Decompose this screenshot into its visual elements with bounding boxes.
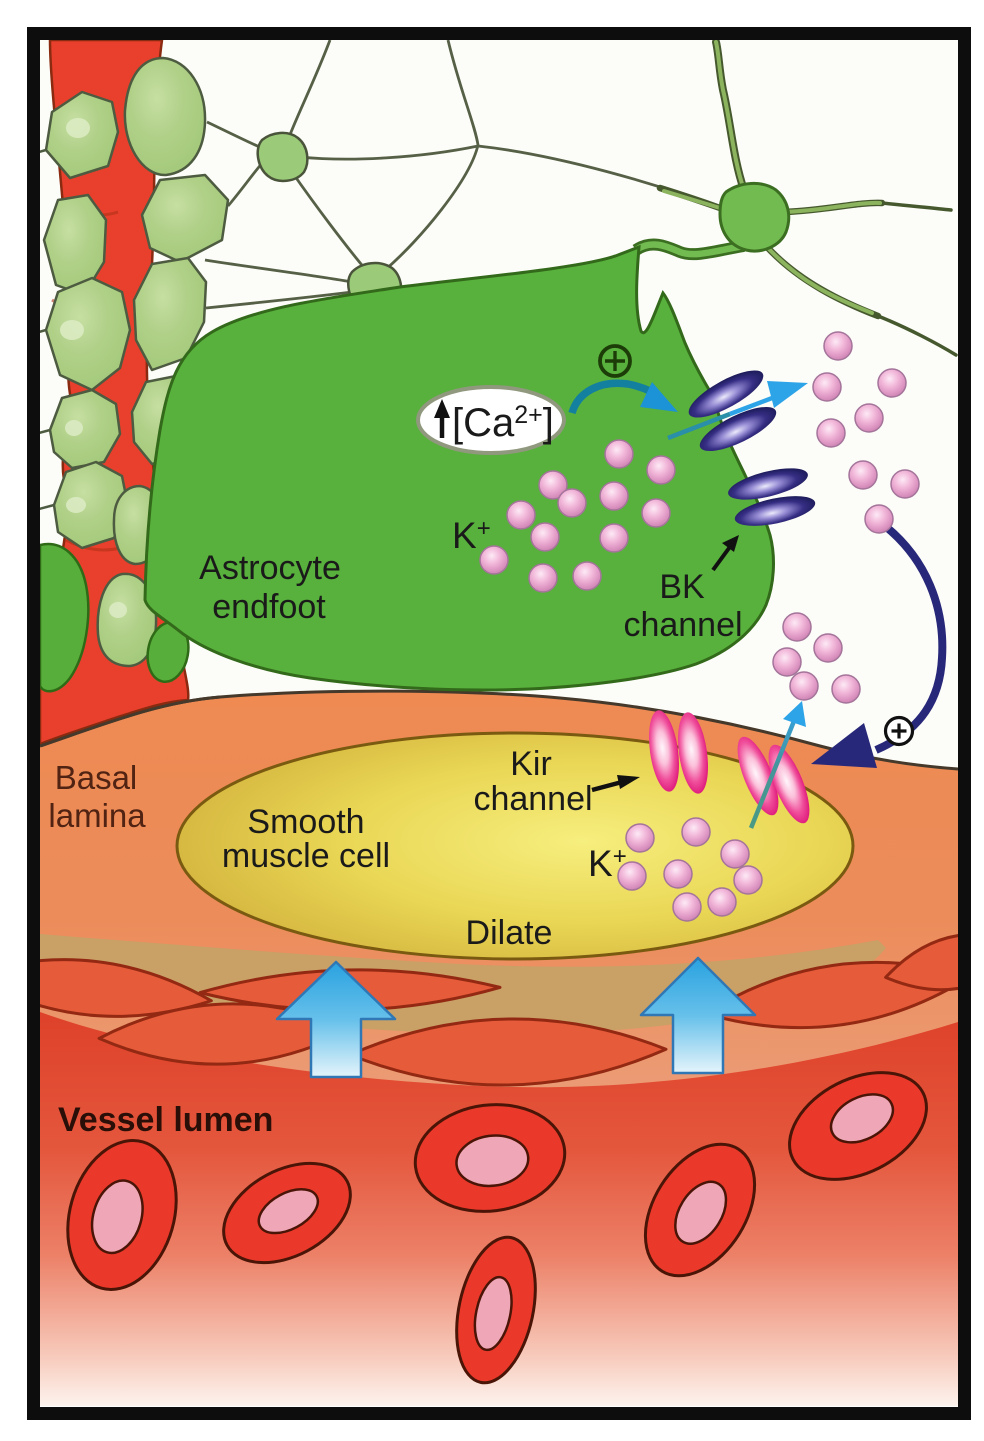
svg-text:Basal: Basal — [55, 759, 138, 796]
svg-text:BK: BK — [659, 568, 705, 606]
svg-text:muscle cell: muscle cell — [222, 837, 390, 875]
svg-text:Astrocyte: Astrocyte — [199, 549, 341, 587]
svg-text:Kir: Kir — [510, 745, 552, 783]
svg-text:endfoot: endfoot — [212, 588, 326, 626]
svg-text:Vessel lumen: Vessel lumen — [58, 1101, 273, 1139]
svg-text:channel: channel — [473, 780, 592, 818]
svg-text:lamina: lamina — [48, 797, 146, 834]
svg-text:channel: channel — [623, 606, 742, 644]
svg-text:Smooth: Smooth — [247, 803, 364, 841]
svg-text:[Ca2+]: [Ca2+] — [452, 401, 554, 445]
svg-text:Dilate: Dilate — [466, 914, 553, 952]
